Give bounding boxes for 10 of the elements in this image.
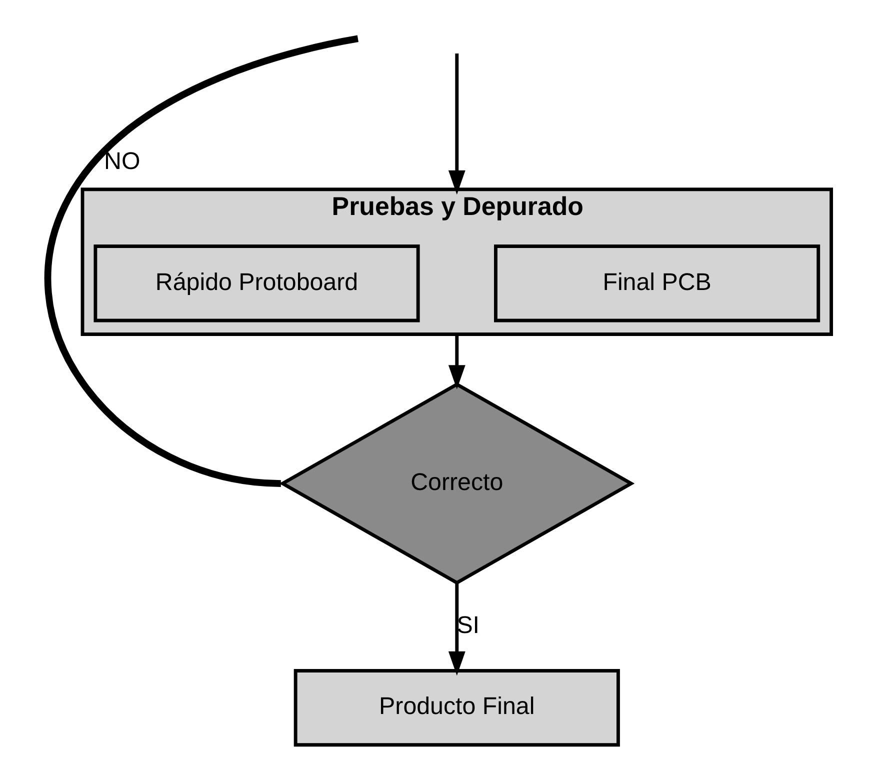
arrow <box>448 53 466 195</box>
edge-label: SI <box>456 612 480 640</box>
node-diamond: Correcto <box>279 382 635 585</box>
node-box: Final PCB <box>494 244 820 322</box>
node-box: Producto Final <box>294 669 620 747</box>
edge-label: NO <box>104 148 140 175</box>
arrow <box>448 582 466 676</box>
connector <box>45 35 359 487</box>
arrow <box>448 334 466 390</box>
node-box: Rápido Protoboard <box>94 244 420 322</box>
